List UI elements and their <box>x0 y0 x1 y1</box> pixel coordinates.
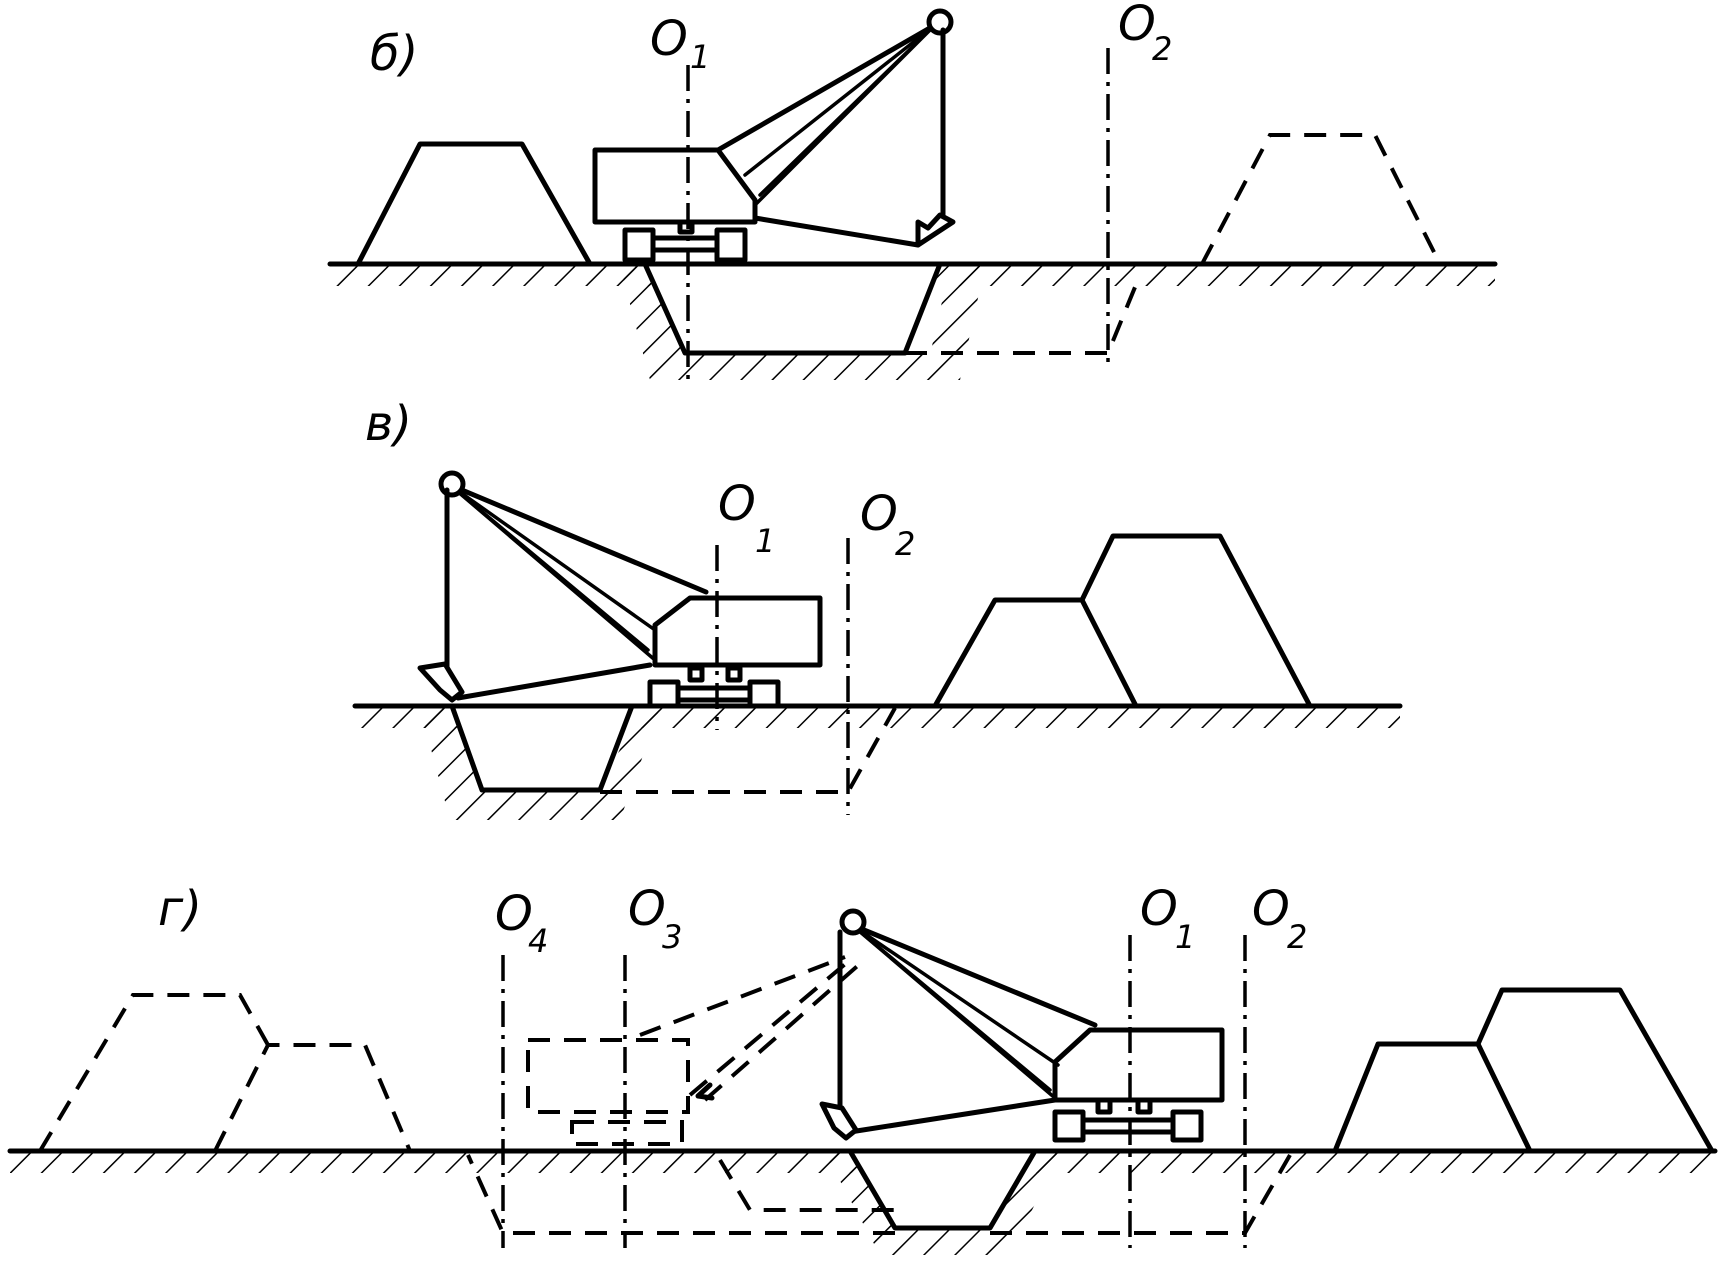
boom-cable <box>743 23 937 177</box>
axis-o1-letter: O <box>650 11 688 67</box>
boom-pulley <box>438 470 466 498</box>
axis-o1-index: 1 <box>755 522 775 560</box>
ghost-cable <box>688 958 852 1097</box>
dragline-bucket <box>417 661 465 703</box>
track-link <box>687 665 705 683</box>
panel-v-label: в) <box>365 396 412 452</box>
planned-spoil-heap-left <box>38 993 270 1153</box>
panel-v: в) O 1 O 2 <box>352 396 1403 820</box>
track-wheel <box>622 227 656 263</box>
excavator-cab <box>652 595 823 668</box>
boom <box>715 22 938 153</box>
boom-pulley <box>839 908 867 936</box>
axis-o2-index: 2 <box>1152 30 1172 68</box>
planned-trench-step <box>718 1158 895 1212</box>
excavator <box>592 8 956 263</box>
track-wheel <box>714 227 748 263</box>
boom-cable <box>850 923 1060 1067</box>
track-link <box>725 665 743 683</box>
excavator-planned-position <box>526 955 864 1146</box>
trench-fill <box>452 706 632 790</box>
boom-cable <box>758 23 937 197</box>
boom-cable <box>850 923 1052 1092</box>
axis-o3-index: 3 <box>662 918 682 956</box>
axis-o2-letter: O <box>1252 881 1290 937</box>
axis-o4-letter: O <box>495 886 533 942</box>
axis-o1-index: 1 <box>1175 918 1195 956</box>
panel-g-label: г) <box>158 881 202 937</box>
spoil-heap <box>355 141 593 267</box>
axis-o2-index: 2 <box>895 525 915 563</box>
spoil-heap-right <box>1475 987 1715 1154</box>
drag-rope <box>752 215 921 248</box>
boom <box>849 922 1098 1028</box>
panel-b: б) <box>327 0 1498 385</box>
spoil-heap-left <box>1332 1041 1533 1154</box>
axis-o4-index: 4 <box>528 922 548 960</box>
ghost-tracks <box>570 1120 684 1146</box>
planned-trench-left <box>466 1154 895 1235</box>
axis-o1-letter: O <box>1140 881 1178 937</box>
ghost-arrowhead <box>695 1082 715 1101</box>
planned-trench <box>905 274 1142 355</box>
axis-o1-letter: O <box>718 476 756 532</box>
boom-cable <box>448 483 657 632</box>
planned-spoil-heap-right <box>213 1043 412 1152</box>
boom <box>447 482 709 595</box>
trench <box>449 703 635 793</box>
track-wheel <box>1170 1109 1204 1143</box>
dragline-bucket <box>819 1101 859 1141</box>
excavator-cab <box>592 147 758 225</box>
axis-o3-letter: O <box>628 881 666 937</box>
spoil-heap-right <box>1079 533 1313 709</box>
excavator <box>417 470 823 709</box>
axis-o2-letter: O <box>860 486 898 542</box>
trench-fill <box>850 1151 1035 1228</box>
excavator-cab <box>1052 1027 1225 1103</box>
panel-g: г) <box>7 881 1718 1255</box>
trench-hatch <box>825 1153 1060 1255</box>
track-wheel <box>747 679 781 709</box>
excavator <box>819 908 1225 1143</box>
ghost-cab <box>526 1038 690 1114</box>
trench-fill <box>645 264 940 353</box>
boom-pulley <box>926 8 954 36</box>
trench <box>642 261 943 356</box>
planned-trench <box>600 707 897 794</box>
spoil-heap-left <box>932 597 1139 709</box>
ghost-boom <box>639 955 846 1037</box>
boom-cable <box>448 483 650 652</box>
drag-rope <box>455 662 653 701</box>
track-wheel <box>647 679 681 709</box>
track-wheel <box>1052 1109 1086 1143</box>
planned-spoil-heap <box>1200 133 1442 265</box>
dragline-bucket <box>915 212 956 248</box>
trench <box>847 1148 1038 1231</box>
axis-o2-index: 2 <box>1287 918 1307 956</box>
panel-b-label: б) <box>370 26 418 82</box>
drag-rope <box>847 1097 1058 1135</box>
axis-o1-index: 1 <box>690 38 710 76</box>
axis-o2-letter: O <box>1118 0 1156 52</box>
